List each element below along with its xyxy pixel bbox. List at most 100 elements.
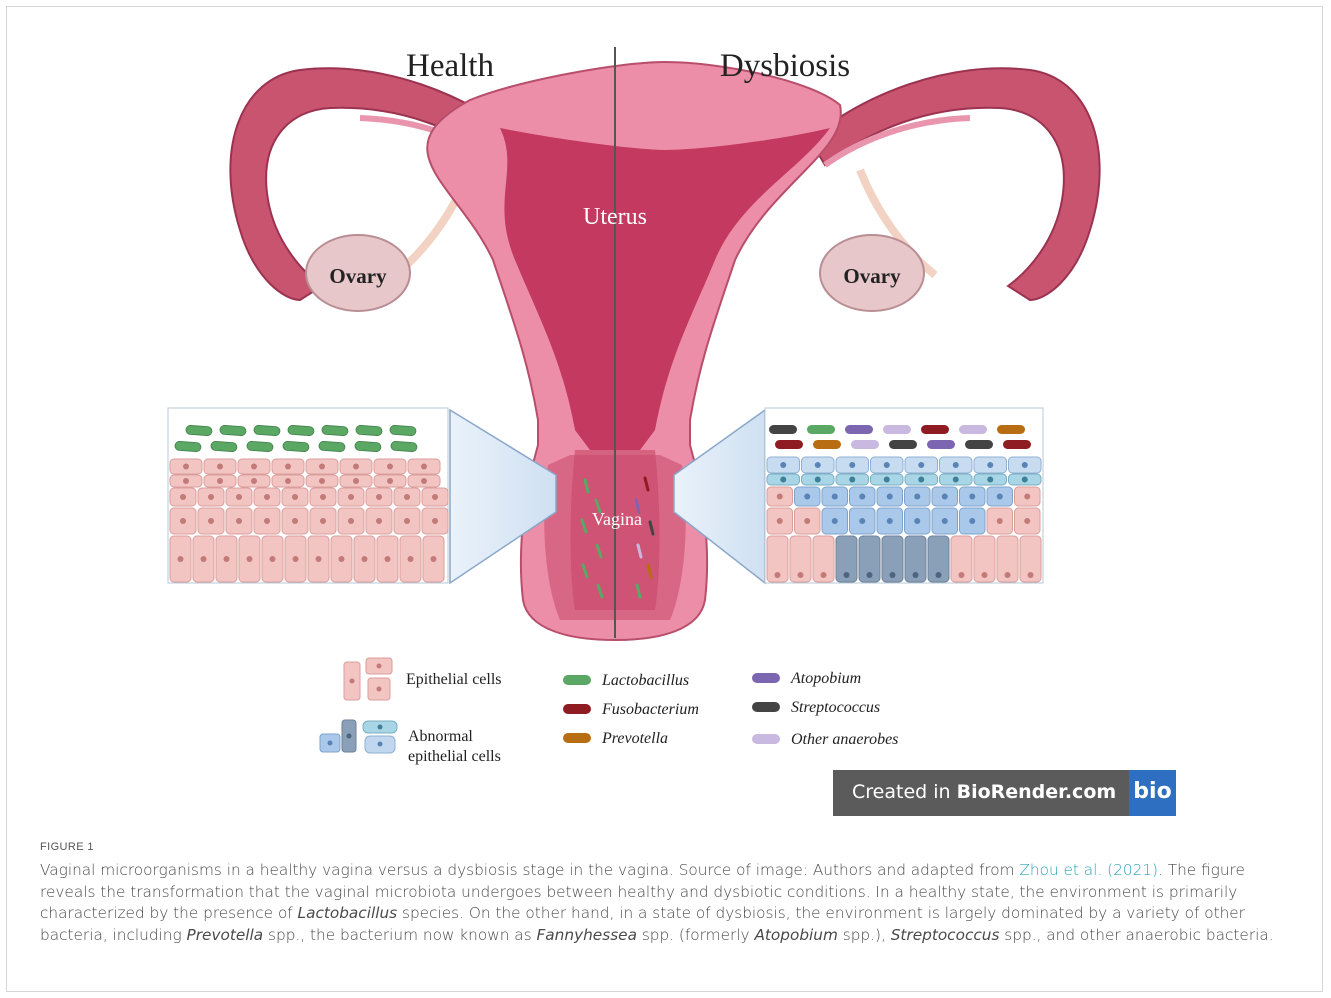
cell-nucleus xyxy=(319,464,325,470)
cell-nucleus xyxy=(942,518,948,524)
cell-nucleus xyxy=(804,494,810,500)
cell-nucleus xyxy=(293,556,299,562)
cell-nucleus xyxy=(777,494,783,500)
cell-nucleus xyxy=(1028,572,1034,578)
cell-nucleus xyxy=(859,494,865,500)
cell-nucleus xyxy=(180,494,186,500)
cell-nucleus xyxy=(183,478,189,484)
cell-nucleus xyxy=(236,494,242,500)
legend-abnormal-label-2: epithelial cells xyxy=(408,748,501,765)
cell-nucleus xyxy=(849,462,855,468)
cell-nucleus xyxy=(890,572,896,578)
cell-nucleus xyxy=(376,494,382,500)
figure-label: FIGURE 1 xyxy=(40,841,94,853)
badge-brand: BioRender.com xyxy=(957,781,1117,803)
cell-nucleus xyxy=(292,518,298,524)
legend-abnormal-label-1: Abnormal xyxy=(408,728,473,745)
cell-nucleus xyxy=(319,478,325,484)
legend-bacterium-label: Lactobacillus xyxy=(601,672,689,689)
legend-bacterium-label: Prevotella xyxy=(601,730,668,747)
legend: Epithelial cells Abnormal epithelial cel… xyxy=(320,658,898,765)
cell-nucleus xyxy=(913,572,919,578)
cell-nucleus xyxy=(208,494,214,500)
cell-nucleus xyxy=(432,494,438,500)
cell-nucleus xyxy=(997,518,1003,524)
cell-nucleus xyxy=(348,494,354,500)
cell-nucleus xyxy=(832,494,838,500)
lactobacillus-cell xyxy=(322,425,349,436)
cell-nucleus xyxy=(183,464,189,470)
cell-nucleus xyxy=(432,518,438,524)
cell-nucleus xyxy=(987,477,993,483)
cell-nucleus xyxy=(884,477,890,483)
legend-bacterium-label: Atopobium xyxy=(790,670,861,687)
title-health: Health xyxy=(406,48,494,84)
badge-prefix: Created in xyxy=(852,781,957,803)
cell-nucleus xyxy=(236,518,242,524)
cell-nucleus xyxy=(821,572,827,578)
cell-nucleus xyxy=(832,518,838,524)
lactobacillus-cell xyxy=(390,425,417,436)
cell-nucleus xyxy=(180,518,186,524)
biorender-badge: Created in BioRender.com bio xyxy=(833,770,1176,816)
cell-nucleus xyxy=(982,572,988,578)
cell-nucleus xyxy=(777,518,783,524)
cell-nucleus xyxy=(844,572,850,578)
dysbiosis-tissue-panel xyxy=(765,408,1043,583)
cell-nucleus xyxy=(270,556,276,562)
cell-nucleus xyxy=(353,464,359,470)
cell-nucleus xyxy=(884,462,890,468)
cell-nucleus xyxy=(178,556,184,562)
lactobacillus-cell xyxy=(319,441,346,452)
cell-nucleus xyxy=(1024,494,1030,500)
title-dysbiosis: Dysbiosis xyxy=(720,48,850,84)
cell-nucleus xyxy=(987,462,993,468)
cell-nucleus xyxy=(815,477,821,483)
cell-nucleus xyxy=(201,556,207,562)
cell-nucleus xyxy=(1022,462,1028,468)
legend-bacterium-icon xyxy=(563,704,591,714)
citation-link[interactable]: Zhou et al. (2021) xyxy=(1019,861,1158,879)
healthy-tissue-panel xyxy=(168,408,448,583)
lactobacillus-cell xyxy=(355,441,382,452)
cell-nucleus xyxy=(780,462,786,468)
cell-nucleus xyxy=(431,556,437,562)
cell-nucleus xyxy=(251,478,257,484)
cell-nucleus xyxy=(1022,477,1028,483)
legend-bacterium-label: Streptococcus xyxy=(791,699,880,716)
bacterium-cell xyxy=(769,425,797,434)
label-ovary-left: Ovary xyxy=(329,264,387,288)
cell-nucleus xyxy=(887,518,893,524)
cell-nucleus xyxy=(953,477,959,483)
cell-nucleus xyxy=(404,494,410,500)
uterus-dysbiosis-illustration: Health Dysbiosis Uterus Ovary Ovary Vagi… xyxy=(0,0,1331,840)
label-vagina: Vagina xyxy=(592,509,642,529)
lactobacillus-cell xyxy=(247,441,274,452)
legend-bacterium-icon xyxy=(752,673,780,683)
cell-nucleus xyxy=(348,518,354,524)
cell-nucleus xyxy=(362,556,368,562)
bacterium-cell xyxy=(927,440,955,449)
cell-nucleus xyxy=(208,518,214,524)
bacterium-cell xyxy=(851,440,879,449)
lactobacillus-cell xyxy=(186,425,213,436)
cell-nucleus xyxy=(404,518,410,524)
cell-nucleus xyxy=(224,556,230,562)
legend-abnormal-icon xyxy=(320,720,397,753)
cell-nucleus xyxy=(339,556,345,562)
cell-nucleus xyxy=(969,518,975,524)
cell-nucleus xyxy=(936,572,942,578)
bacterium-cell xyxy=(959,425,987,434)
lactobacillus-cell xyxy=(254,425,281,436)
legend-bacterium-label: Other anaerobes xyxy=(791,731,898,748)
cell-nucleus xyxy=(387,478,393,484)
label-ovary-right: Ovary xyxy=(843,264,901,288)
badge-text: Created in BioRender.com xyxy=(852,781,1116,803)
cell-nucleus xyxy=(264,518,270,524)
cell-nucleus xyxy=(264,494,270,500)
lactobacillus-cell xyxy=(220,425,247,436)
cell-nucleus xyxy=(997,494,1003,500)
cell-nucleus xyxy=(887,494,893,500)
cell-nucleus xyxy=(408,556,414,562)
legend-bacterium-icon xyxy=(752,734,780,744)
